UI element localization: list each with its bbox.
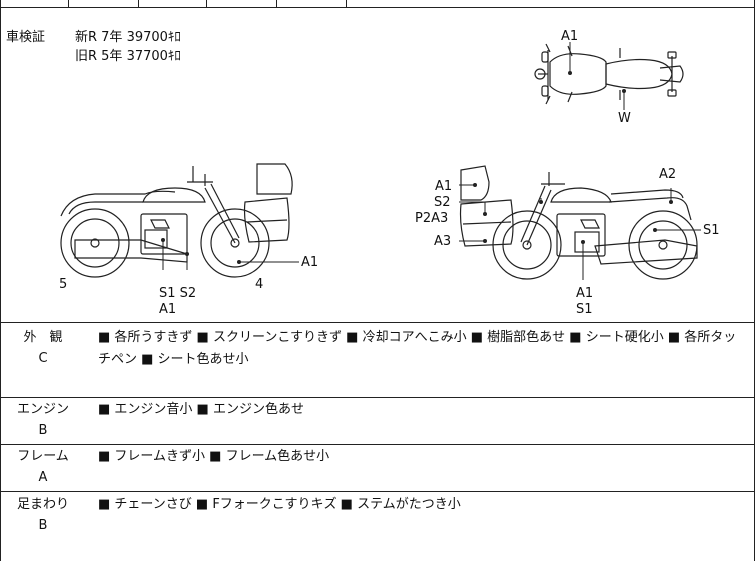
header-divider-4 [276,0,277,7]
section-suspension-grade: B [38,518,48,533]
section-exterior-notes: ■ 各所うすきず ■ スクリーンこすりきず ■ 冷却コアへこみ小 ■ 樹脂部色あ… [98,330,737,367]
right-a3-label: A3 [434,234,452,249]
section-frame-name: フレーム [17,449,69,464]
section-engine-grade: B [38,423,48,438]
top-view-diagram: A1 W [534,29,684,126]
left-5-label: 5 [59,277,67,292]
outer-left-border [0,0,1,561]
section-exterior-grade: C [38,351,48,366]
header-bottom-rule [0,7,755,8]
section-rule-1 [0,397,755,398]
inspection-label: 車検証 [6,30,46,45]
section-rule-3 [0,491,755,492]
right-a2-label: A2 [659,167,676,182]
section-suspension-name: 足まわり [16,497,69,512]
section-rule-2 [0,444,755,445]
left-side-diagram: A1 5 4 [59,163,318,292]
section-exterior-name: 外 観 [23,330,63,345]
section-engine-notes: ■ エンジン音小 ■ エンジン色あせ [98,402,304,417]
right-p2a3-label: P2A3 [415,211,449,226]
section-frame-grade: A [38,470,48,485]
section-suspension-notes: ■ チェーンさび ■ Fフォークこすりキズ ■ ステムがたつき小 [98,497,461,512]
diagram-bottom-rule [0,322,755,323]
top-a1-label: A1 [561,29,578,44]
inspection-new: 新R 7年 39700ｷﾛ [75,30,181,45]
inspection-old: 旧R 5年 37700ｷﾛ [75,49,181,64]
left-a1-right-label: A1 [301,255,318,270]
right-a1-top-label: A1 [435,179,452,194]
section-frame-notes: ■ フレームきず小 ■ フレーム色あせ小 [98,449,330,464]
section-engine-name: エンジン [16,402,69,417]
right-s1-label: S1 [703,223,720,238]
right-side-diagram: A1 A2 S1 [435,165,720,280]
header-divider-3 [206,0,207,7]
left-s1s2-label: S1 S2 [159,286,197,301]
header-divider-5 [346,0,347,7]
top-w-label: W [618,111,631,126]
right-s2-label: S2 [434,195,451,210]
right-s1-bottom-label: S1 [576,302,593,317]
right-a1-bottom-label: A1 [576,286,594,301]
header-divider-1 [68,0,69,7]
header-divider-2 [138,0,139,7]
left-a1-bottom-label: A1 [159,302,177,317]
left-4-label: 4 [255,277,263,292]
